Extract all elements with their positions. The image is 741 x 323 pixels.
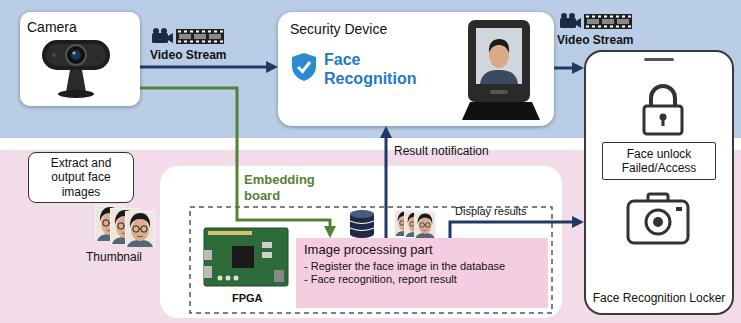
camera-icon <box>628 201 688 243</box>
fpga-board-image <box>204 266 212 278</box>
fpga-board-image <box>208 231 252 235</box>
database-icon <box>350 214 374 234</box>
thumbnail-faces <box>110 208 140 244</box>
camera-icon <box>628 194 688 243</box>
security-device-image <box>489 39 509 53</box>
data-flow-arrow <box>140 88 330 230</box>
video-stream-arrow <box>554 67 576 70</box>
dashed-frame <box>190 207 552 313</box>
notification-arrow <box>385 134 388 238</box>
security-device-image <box>480 70 518 84</box>
security-device-image <box>462 102 540 120</box>
result-faces <box>394 210 436 238</box>
security-device-image <box>462 20 540 120</box>
fpga-board-image <box>262 242 272 248</box>
webcam-icon <box>58 90 94 98</box>
locker-phone: Face Recognition Locker Face unlock Faile… <box>584 50 734 315</box>
webcam-icon <box>66 70 86 92</box>
bullet-item: - Register the face image in the databas… <box>304 260 540 273</box>
edge-label: Display results <box>455 205 527 218</box>
shield-check-icon <box>292 53 316 81</box>
fpga-board-image <box>226 276 231 281</box>
shield-check-icon <box>292 53 316 81</box>
camera-icon <box>676 207 682 211</box>
feature-label: Face Recognition <box>324 50 434 88</box>
edge-label: Video Stream <box>150 48 226 62</box>
lock-icon <box>644 86 682 134</box>
fpga-board-image <box>218 276 223 281</box>
box-title: Camera <box>27 19 133 36</box>
webcam-icon <box>71 50 81 60</box>
process-text: Extract and output face images <box>33 156 129 199</box>
camera-box: Camera <box>20 12 140 106</box>
thumbnail-faces <box>125 211 155 247</box>
webcam-icon <box>73 52 76 55</box>
webcam-icon <box>42 40 110 70</box>
video-stream-arrow <box>140 66 270 69</box>
fpga-board-image <box>274 270 284 282</box>
result-faces <box>394 210 416 236</box>
camera-icon <box>646 210 670 234</box>
webcam-icon <box>42 40 110 98</box>
display-arrow <box>450 222 576 238</box>
fpga-board-image <box>204 250 212 260</box>
database-icon <box>350 221 374 231</box>
fpga-board-image <box>234 276 239 281</box>
dashed-frame <box>190 207 552 313</box>
result-faces <box>414 212 436 238</box>
panel-title: Embedding board <box>244 172 336 203</box>
camera-icon <box>648 194 668 202</box>
fpga-board-image <box>262 252 272 258</box>
security-device-image <box>476 28 522 84</box>
database-icon <box>350 210 374 218</box>
device-label: Face Recognition Locker <box>592 291 726 305</box>
database-icon <box>350 210 374 238</box>
edge-label: Result notification <box>394 144 489 158</box>
webcam-icon <box>52 53 56 57</box>
lock-icon <box>662 118 665 126</box>
part-label: FPGA <box>232 292 263 305</box>
thumbnail-label: Thumbnail <box>86 250 142 264</box>
fpga-board-image <box>204 228 288 286</box>
lock-icon <box>660 114 667 121</box>
fpga-board-image <box>232 246 254 268</box>
status-text: Face unlock Failed/Access <box>607 147 711 176</box>
webcam-icon <box>66 45 86 65</box>
bullet-item: - Face recognition, report result <box>304 273 540 286</box>
database-icon <box>350 230 374 238</box>
phone-speaker <box>644 58 674 61</box>
security-device-box: Security DeviceFace Recognition <box>278 12 554 126</box>
lock-icon <box>651 86 675 107</box>
security-device-image <box>489 42 509 68</box>
box-title: Image processing part <box>304 242 540 258</box>
box-title: Security Device <box>290 21 542 38</box>
process-box: Image processing part - Register the face… <box>296 238 548 308</box>
fpga-board-image <box>204 228 288 286</box>
security-device-image <box>490 90 508 94</box>
edge-label: Video Stream <box>557 33 633 47</box>
webcam-icon <box>46 44 106 66</box>
camera-icon <box>653 217 663 227</box>
board-panel: Embedding boardImage processing part - Re… <box>160 166 562 318</box>
thumbnail-faces <box>95 205 155 247</box>
result-faces <box>404 211 426 237</box>
status-box: Face unlock Failed/Access <box>602 142 716 180</box>
shield-check-icon <box>298 62 310 72</box>
security-device-image <box>468 20 530 102</box>
process-box: Extract and output face images <box>28 152 134 203</box>
video-icon <box>152 28 224 44</box>
thumbnail-faces <box>95 205 125 241</box>
video-icon <box>560 13 632 29</box>
lock-icon <box>644 106 682 134</box>
phone-speaker <box>644 58 674 61</box>
